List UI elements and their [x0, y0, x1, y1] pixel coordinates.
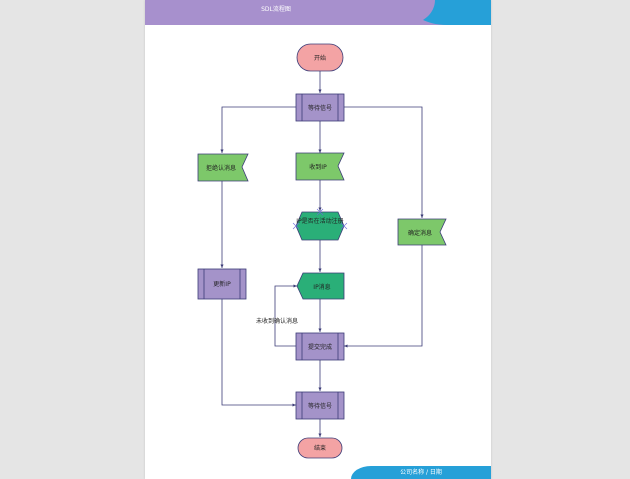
- loop-edge-label: 未收到确认消息: [256, 317, 298, 325]
- rejection-message-label: 拒绝认消息: [206, 164, 236, 172]
- edge-submit-loop: [274, 284, 297, 347]
- start-label: 开始: [314, 54, 326, 62]
- document-title: SDL流程图: [261, 6, 291, 13]
- wait-signal-node-1: 等待信号: [295, 93, 345, 122]
- get-ip-node: 收到IP: [295, 152, 345, 181]
- confirm-message-label: 确定消息: [408, 229, 432, 237]
- diagram-page: SDL流程图 开始: [145, 0, 491, 479]
- selection-handle-right: [340, 222, 348, 230]
- end-label: 结束: [314, 444, 326, 452]
- start-node: 开始: [296, 43, 344, 72]
- edge-update-to-wait2: [221, 299, 296, 407]
- end-node: 结束: [297, 437, 343, 459]
- selection-handle-top: [316, 208, 324, 216]
- ip-check-node: IP是否在活动注册: [292, 208, 348, 241]
- wait-signal-node-2: 等待信号: [295, 391, 345, 420]
- get-ip-label: 收到IP: [309, 163, 327, 171]
- update-ip-label: 更新IP: [213, 280, 231, 288]
- ip-message-node: IP消息: [296, 272, 345, 300]
- footer-text: 公司名称 / 日期: [400, 469, 442, 476]
- submit-complete-label: 提交完成: [308, 343, 332, 351]
- selection-handle-left: [292, 222, 300, 230]
- flowchart: 开始 等待信号 拒绝认消息 收到IP IP是否在活动注册: [197, 43, 447, 459]
- edge-wait-to-confirm: [344, 106, 424, 218]
- edge-wait-to-reject: [220, 106, 296, 153]
- rejection-message-node: 拒绝认消息: [197, 153, 249, 182]
- wait-signal-2-label: 等待信号: [308, 402, 332, 410]
- update-ip-node: 更新IP: [197, 268, 247, 300]
- submit-complete-node: 提交完成: [295, 332, 345, 361]
- footer-band: [351, 466, 491, 479]
- ip-check-label: IP是否在活动注册: [296, 217, 343, 225]
- wait-signal-1-label: 等待信号: [308, 104, 332, 112]
- ip-message-label: IP消息: [313, 283, 330, 291]
- edge-confirm-to-submit: [344, 245, 423, 348]
- confirm-message-node: 确定消息: [397, 218, 447, 246]
